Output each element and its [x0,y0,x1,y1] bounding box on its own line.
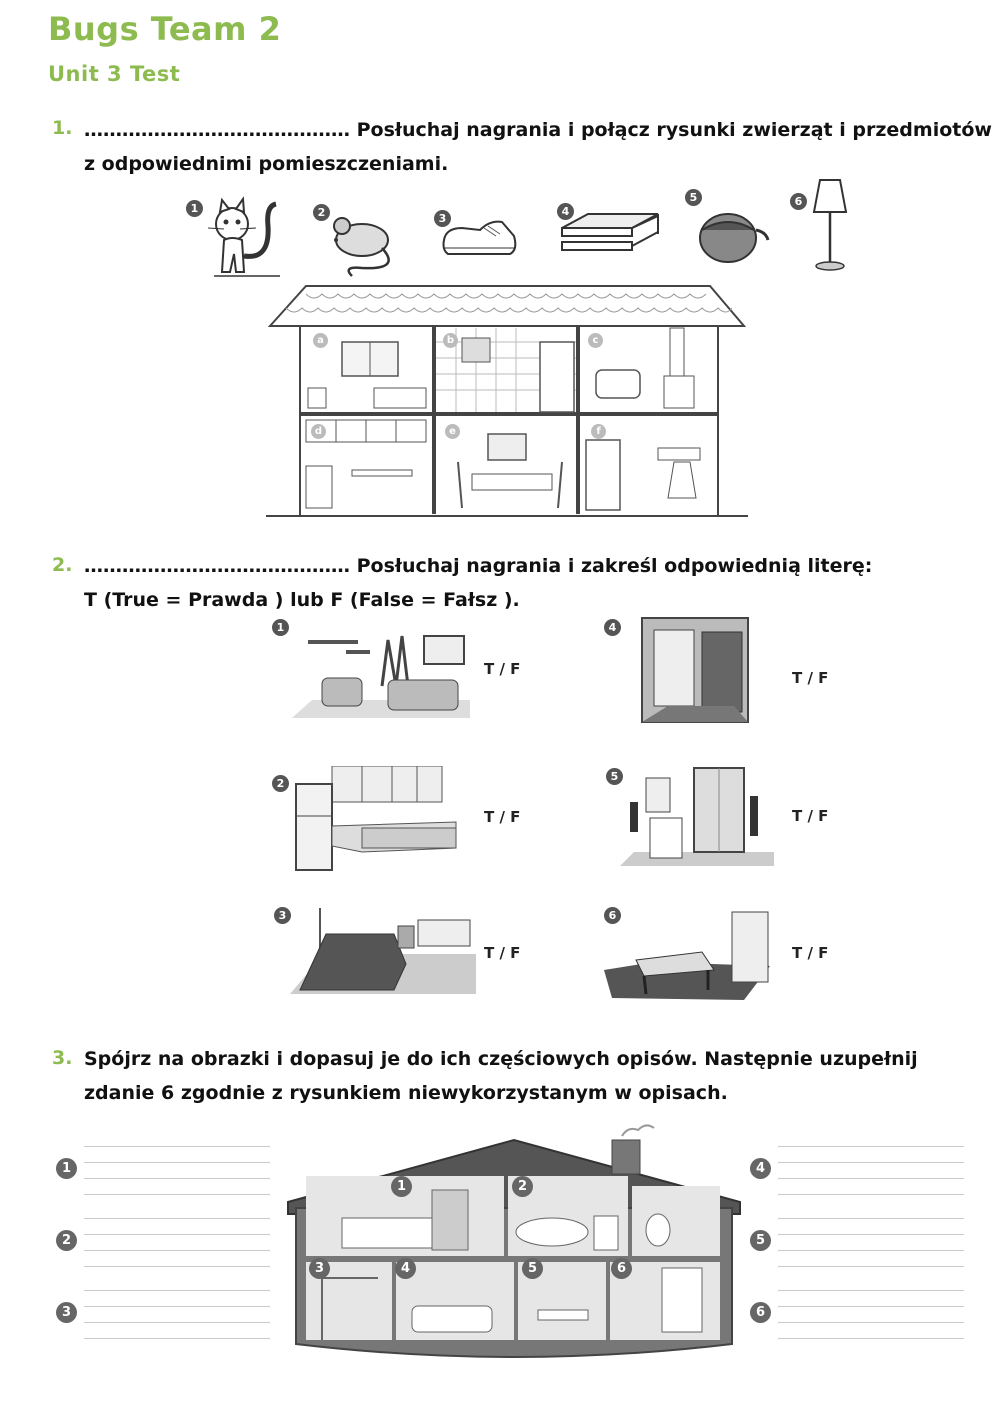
q2-tf-choice[interactable]: T / F [484,944,521,962]
kitchen-picture [295,766,457,871]
q3-right-number: 6 [750,1302,771,1323]
q1-item-number: 4 [557,203,574,220]
floor-lamp-icon [812,179,848,271]
answer-line[interactable] [778,1250,964,1251]
answer-line[interactable] [778,1322,964,1323]
q2-item-number: 2 [272,775,289,792]
q1-item-number: 6 [790,193,807,210]
sneaker-icon [442,220,517,255]
answer-line[interactable] [778,1162,964,1163]
q1-item-number: 2 [313,204,330,221]
q2-instruction-line1: …………………………………… Posłuchaj nagrania i zakr… [84,555,873,577]
q3-number: 3. [52,1047,73,1069]
answer-line[interactable] [778,1306,964,1307]
house-room-number: 1 [391,1176,412,1197]
room-label-a: a [313,333,328,348]
dining-room-picture [604,911,770,1000]
room-label-f: f [591,424,606,439]
hallway-picture [641,617,749,723]
answer-line[interactable] [84,1322,270,1323]
house-room-number: 5 [522,1258,543,1279]
mouse-icon [333,217,390,277]
q2-tf-choice[interactable]: T / F [484,808,521,826]
room-label-d: d [311,424,326,439]
q2-tf-choice[interactable]: T / F [792,807,829,825]
q2-tf-choice[interactable]: T / F [792,944,829,962]
q1-instruction-line1: …………………………………… Posłuchaj nagrania i połą… [84,119,992,141]
answer-line[interactable] [84,1250,270,1251]
q1-instruction-line2: z odpowiednimi pomieszczeniami. [84,153,449,175]
answer-line[interactable] [84,1290,270,1291]
q1-number: 1. [52,117,73,139]
q2-number: 2. [52,554,73,576]
q1-item-number: 3 [434,210,451,227]
living-room-picture [292,635,470,718]
house-illustration [287,1124,741,1358]
answer-line[interactable] [778,1290,964,1291]
q3-right-number: 4 [750,1158,771,1179]
q3-left-number: 2 [56,1230,77,1251]
q2-item-number: 1 [272,619,289,636]
answer-line[interactable] [84,1194,270,1195]
q2-item-number: 5 [606,768,623,785]
answer-line[interactable] [778,1194,964,1195]
bathroom-picture [620,767,774,866]
answer-line[interactable] [778,1178,964,1179]
answer-line[interactable] [778,1218,964,1219]
answer-line[interactable] [778,1146,964,1147]
answer-line[interactable] [778,1266,964,1267]
answer-line[interactable] [778,1338,964,1339]
page-subtitle: Unit 3 Test [48,62,181,86]
house-cross-section-illustration [266,285,748,517]
q1-item-number: 5 [685,189,702,206]
q2-item-number: 3 [274,907,291,924]
answer-line[interactable] [84,1338,270,1339]
answer-line[interactable] [84,1218,270,1219]
q2-item-number: 4 [604,619,621,636]
room-label-e: e [445,424,460,439]
acorn-icon [699,213,770,263]
room-label-b: b [443,333,458,348]
house-room-number: 2 [512,1176,533,1197]
house-room-number: 4 [395,1258,416,1279]
q2-instruction-line2: T (True = Prawda ) lub F (False = Fałsz … [84,589,520,611]
q1-item-number: 1 [186,200,203,217]
answer-line[interactable] [84,1146,270,1147]
answer-line[interactable] [84,1306,270,1307]
q3-left-number: 1 [56,1158,77,1179]
q2-tf-choice[interactable]: T / F [792,669,829,687]
shelf-icon [561,213,659,251]
answer-line[interactable] [84,1178,270,1179]
q3-instruction-line2: zdanie 6 zgodnie z rysunkiem niewykorzys… [84,1082,728,1104]
answer-line[interactable] [84,1234,270,1235]
answer-line[interactable] [84,1266,270,1267]
q3-instruction-line1: Spójrz na obrazki i dopasuj je do ich cz… [84,1048,918,1070]
bedroom-picture [290,908,476,994]
page-title: Bugs Team 2 [48,10,282,48]
q3-right-number: 5 [750,1230,771,1251]
q3-left-number: 3 [56,1302,77,1323]
room-label-c: c [588,333,603,348]
cat-icon [207,196,280,277]
house-room-number: 3 [309,1258,330,1279]
answer-line[interactable] [84,1162,270,1163]
answer-line[interactable] [778,1234,964,1235]
house-room-number: 6 [611,1258,632,1279]
q2-tf-choice[interactable]: T / F [484,660,521,678]
q2-item-number: 6 [604,907,621,924]
